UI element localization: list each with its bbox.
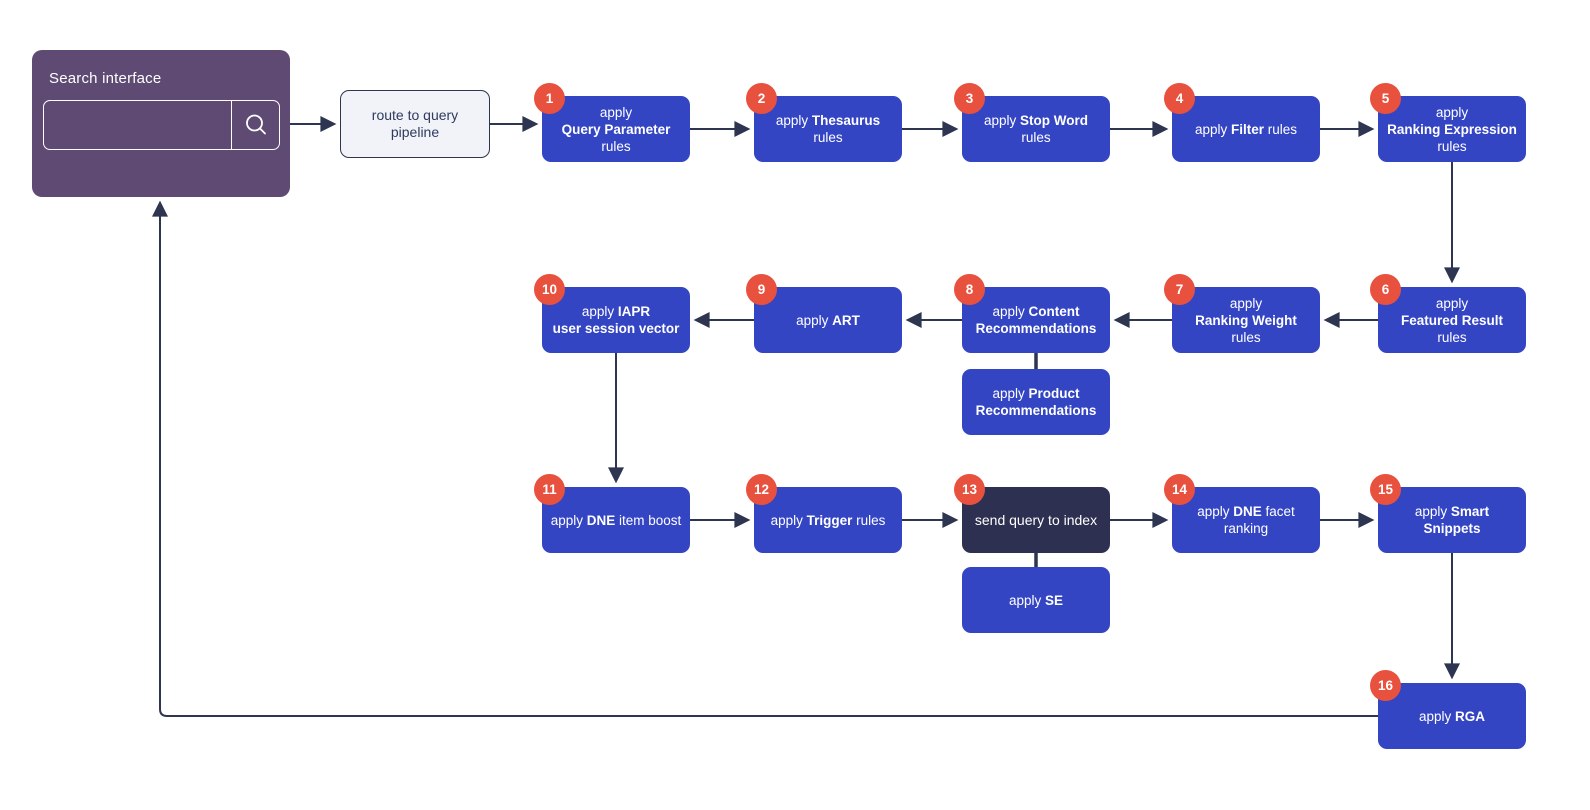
node-label-line: Recommendations — [975, 321, 1097, 336]
search-interface-title: Search interface — [49, 70, 162, 87]
node-label-line: apply DNE facet ranking — [1197, 504, 1295, 536]
flow-node-apply-trigger-rules: 12 apply Trigger rules — [746, 474, 902, 553]
step-number-badge-2: 2 — [746, 83, 777, 114]
node-label-line: rules — [601, 138, 631, 154]
node-label-line: rules — [1437, 329, 1467, 345]
node-label-line: apply Trigger rules — [770, 512, 886, 528]
step-number-badge-15: 15 — [1370, 474, 1401, 505]
step-number-badge-8: 8 — [954, 274, 985, 305]
node-label-line: apply RGA — [1418, 708, 1486, 724]
step-number-badge-6: 6 — [1370, 274, 1401, 305]
step-number-badge-1: 1 — [534, 83, 565, 114]
node-label-line: Recommendations — [975, 403, 1097, 418]
step-number-badge-9: 9 — [746, 274, 777, 305]
step-number-badge-5: 5 — [1370, 83, 1401, 114]
search-bar — [43, 100, 280, 150]
step-number-badge-16: 16 — [1370, 670, 1401, 701]
node-label-line: apply DNE item boost — [550, 512, 682, 528]
flow-node-send-query-to-index: 13 send query to index — [954, 474, 1110, 553]
step-number-badge-3: 3 — [954, 83, 985, 114]
node-label-line: rules — [1021, 130, 1051, 145]
search-button[interactable] — [231, 101, 279, 149]
node-label-line: apply Thesaurus — [775, 113, 881, 128]
node-label-line: send query to index — [974, 511, 1098, 528]
flow-node-route-to-query-pipeline: route to query pipeline — [340, 90, 490, 158]
flow-node-apply-se: apply SE — [962, 567, 1110, 633]
node-label-line: user session vector — [552, 321, 680, 336]
node-label-line: apply — [1229, 295, 1263, 311]
node-label-line: rules — [813, 130, 843, 145]
node-label-line: Query Parameter — [561, 121, 671, 137]
step-number-badge-13: 13 — [954, 474, 985, 505]
node-label-line: route to query pipeline — [371, 107, 459, 140]
flow-node-apply-smart-snippets: 15 apply Smart Snippets — [1370, 474, 1526, 553]
search-input[interactable] — [44, 101, 231, 149]
step-number-badge-14: 14 — [1164, 474, 1195, 505]
node-label-line: apply Smart Snippets — [1414, 504, 1490, 536]
step-number-badge-4: 4 — [1164, 83, 1195, 114]
node-label-line: rules — [1231, 329, 1261, 345]
node-label-line: apply — [1435, 295, 1469, 311]
node-label-line: rules — [1437, 138, 1467, 154]
node-label-line: apply — [1435, 104, 1469, 120]
step-number-badge-10: 10 — [534, 274, 565, 305]
flow-node-apply-dne-item-boost: 11 apply DNE item boost — [534, 474, 690, 553]
search-interface-panel: Search interface — [32, 50, 290, 197]
flow-node-apply-art: 9 apply ART — [746, 274, 902, 353]
node-label-line: apply Content — [992, 304, 1080, 319]
step-number-badge-11: 11 — [534, 474, 565, 505]
node-label-line: apply SE — [1008, 592, 1064, 608]
node-label-line: apply Filter rules — [1194, 121, 1298, 137]
node-label-line: Featured Result — [1400, 312, 1504, 328]
magnifier-icon — [245, 114, 266, 135]
node-label-line: Ranking Weight — [1195, 312, 1297, 328]
node-label-line: apply Product — [992, 386, 1080, 401]
node-label-line: apply ART — [796, 312, 860, 328]
flow-node-apply-filter-rules: 4 apply Filter rules — [1164, 83, 1320, 162]
step-number-badge-7: 7 — [1164, 274, 1195, 305]
node-label-line: apply — [599, 104, 633, 120]
node-label-line: Ranking Expression — [1387, 121, 1517, 137]
node-label-line: apply IAPR — [581, 304, 651, 319]
step-number-badge-12: 12 — [746, 474, 777, 505]
flow-node-apply-iapr-user-session-vector: 10 apply IAPR user session vector — [534, 274, 690, 353]
node-label-line: apply Stop Word — [983, 113, 1089, 128]
flow-node-apply-rga: 16 apply RGA — [1370, 670, 1526, 749]
